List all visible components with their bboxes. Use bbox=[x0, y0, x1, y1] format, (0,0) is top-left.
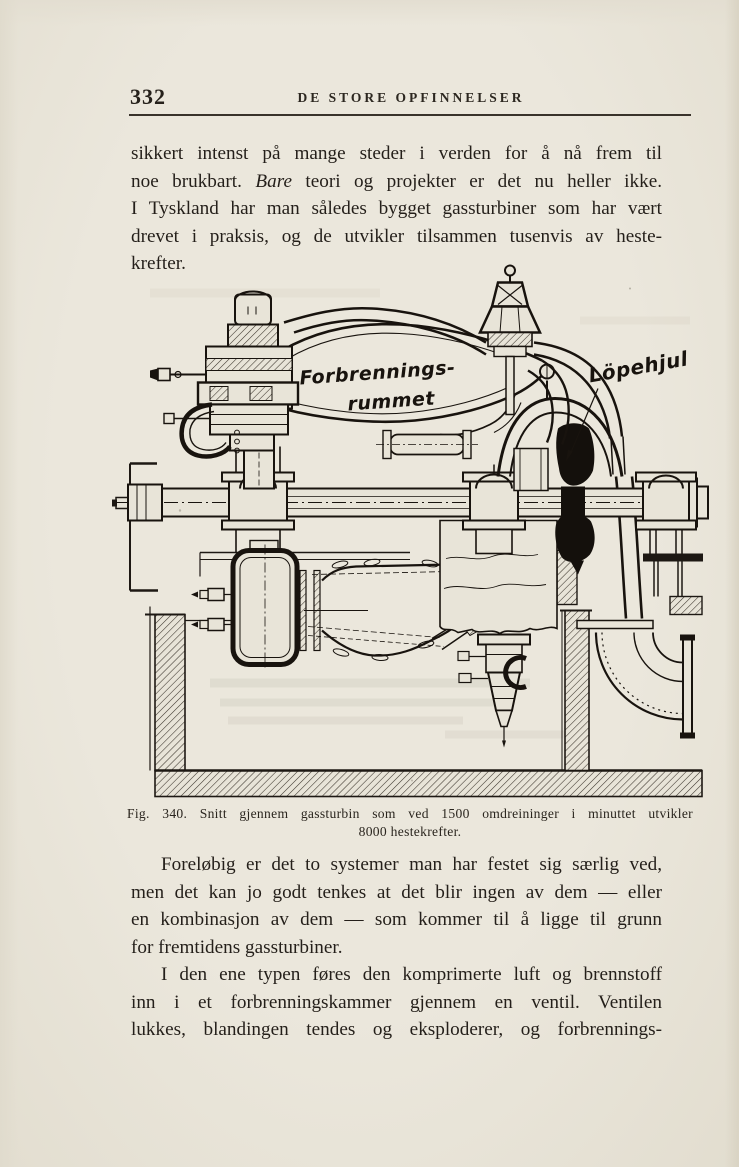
inlet-valve bbox=[283, 264, 626, 475]
runner-leader-line bbox=[569, 388, 599, 455]
paragraph-3: I den ene typen føres den komprimerte lu… bbox=[131, 961, 662, 1044]
scan-speckles bbox=[178, 287, 631, 782]
figure-caption: Fig. 340. Snitt gjennem gassturbin som v… bbox=[127, 806, 693, 840]
chamber-label-line1: Forbrennings- bbox=[299, 357, 456, 390]
fuel-pipe-loop bbox=[179, 402, 232, 459]
text-line: Foreløbig er det to systemer man har fes… bbox=[161, 854, 662, 875]
paragraph-1: sikkert intenst på mange steder i verden… bbox=[131, 140, 662, 278]
running-title: DE STORE OPFINNELSER bbox=[297, 90, 525, 105]
shaft-bearings bbox=[221, 446, 697, 555]
text-line: inn i et forbrenningskammer gjennem en v… bbox=[131, 991, 662, 1013]
c-clamp bbox=[503, 655, 527, 690]
paragraph-2: Foreløbig er det to systemer man har fes… bbox=[131, 851, 662, 961]
text-line: I den ene typen føres den komprimerte lu… bbox=[161, 964, 662, 985]
bearing-pedestal bbox=[462, 464, 526, 555]
runner-leader-arrow bbox=[566, 449, 573, 462]
caption-line-1: Fig. 340. Snitt gjennem gassturbin som v… bbox=[127, 806, 693, 821]
figure-340: Forbrennings- rummet Löpehjul bbox=[110, 258, 710, 804]
left-coupling bbox=[127, 483, 163, 522]
figure-340-diagram: Forbrennings- rummet Löpehjul bbox=[112, 264, 709, 798]
header-rule bbox=[129, 114, 691, 116]
text-line: I Tyskland har man således bygget gasstu… bbox=[131, 198, 662, 219]
runner-wheel bbox=[555, 423, 595, 575]
text-line: lukkes, blandingen tendes og eksploderer… bbox=[131, 1019, 662, 1040]
text-line: krefter. bbox=[131, 253, 186, 274]
runner-label: Löpehjul bbox=[587, 346, 691, 387]
upper-combustion-chamber bbox=[275, 322, 570, 492]
text-line: sikkert intenst på mange steder i verden… bbox=[131, 143, 662, 164]
lower-casing-and-nozzle bbox=[439, 519, 558, 748]
text-line: drevet i praksis, og de utvikler tilsamm… bbox=[131, 225, 662, 247]
igniter-plug bbox=[191, 617, 233, 632]
igniter-plug bbox=[191, 587, 233, 602]
exhaust-elbow bbox=[576, 476, 695, 739]
caption-line-2: 8000 hestekrefter. bbox=[358, 823, 462, 839]
page-number: 332 bbox=[130, 84, 166, 109]
italic-word: Bare bbox=[255, 170, 292, 192]
text-line: noe brukbart. Bare teori og projekter er… bbox=[131, 170, 663, 192]
text-line: men det kan jo godt tenkes at det blir i… bbox=[131, 881, 662, 903]
bearing-pedestal bbox=[635, 471, 697, 554]
text-line: for fremtidens gassturbiner. bbox=[131, 936, 343, 958]
foundation-masonry bbox=[112, 462, 703, 798]
fuel-valve-assembly bbox=[150, 290, 300, 490]
text-line: en kombinasjon av dem — som kommer til å… bbox=[131, 909, 662, 930]
